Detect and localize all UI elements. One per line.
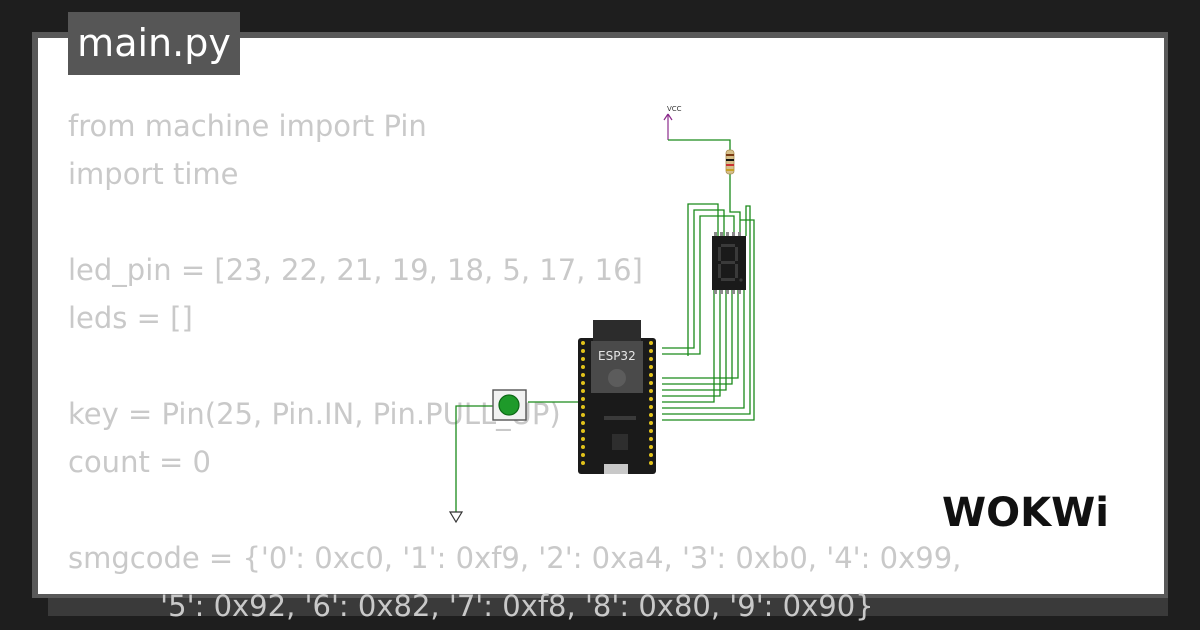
- code-line: import time: [68, 157, 239, 191]
- preview-card: from machine import Pin import time led_pi…: [38, 38, 1164, 623]
- board-pin-headers: [581, 341, 653, 465]
- resistor: [725, 149, 735, 175]
- wires: [455, 139, 755, 512]
- code-line: key = Pin(25, Pin.IN, Pin.PULL_UP): [68, 397, 561, 431]
- board-label: ESP32: [598, 349, 636, 363]
- code-line: count = 0: [68, 445, 212, 479]
- vcc-symbol: VCC: [663, 105, 682, 140]
- code-line: leds = []: [68, 301, 193, 335]
- push-button[interactable]: [492, 389, 527, 421]
- seven-segment-display: [712, 232, 746, 294]
- resistor-wire: [729, 174, 741, 236]
- display-segments: [718, 244, 743, 282]
- vcc-wire: [668, 139, 731, 150]
- esp32-board: ESP32: [578, 320, 656, 474]
- wokwi-logo: WOKWi: [942, 490, 1109, 536]
- ground-symbol: [448, 511, 464, 524]
- file-tab[interactable]: main.py: [68, 12, 240, 75]
- code-line: smgcode = {'0': 0xc0, '1': 0xf9, '2': 0x…: [68, 541, 962, 575]
- wokwi-logo-text: WOKWi: [942, 490, 1109, 536]
- frame-shadow: [48, 598, 1168, 616]
- code-line: led_pin = [23, 22, 21, 19, 18, 5, 17, 16…: [68, 253, 643, 287]
- code-listing: from machine import Pin import time led_pi…: [68, 102, 961, 630]
- vcc-label: VCC: [667, 105, 682, 113]
- code-line: '5': 0x92, '6': 0x82, '7': 0xf8, '8': 0x…: [68, 589, 874, 623]
- code-line: from machine import Pin: [68, 109, 427, 143]
- circuit-diagram: VCC: [448, 105, 755, 524]
- button-cap[interactable]: [498, 394, 520, 416]
